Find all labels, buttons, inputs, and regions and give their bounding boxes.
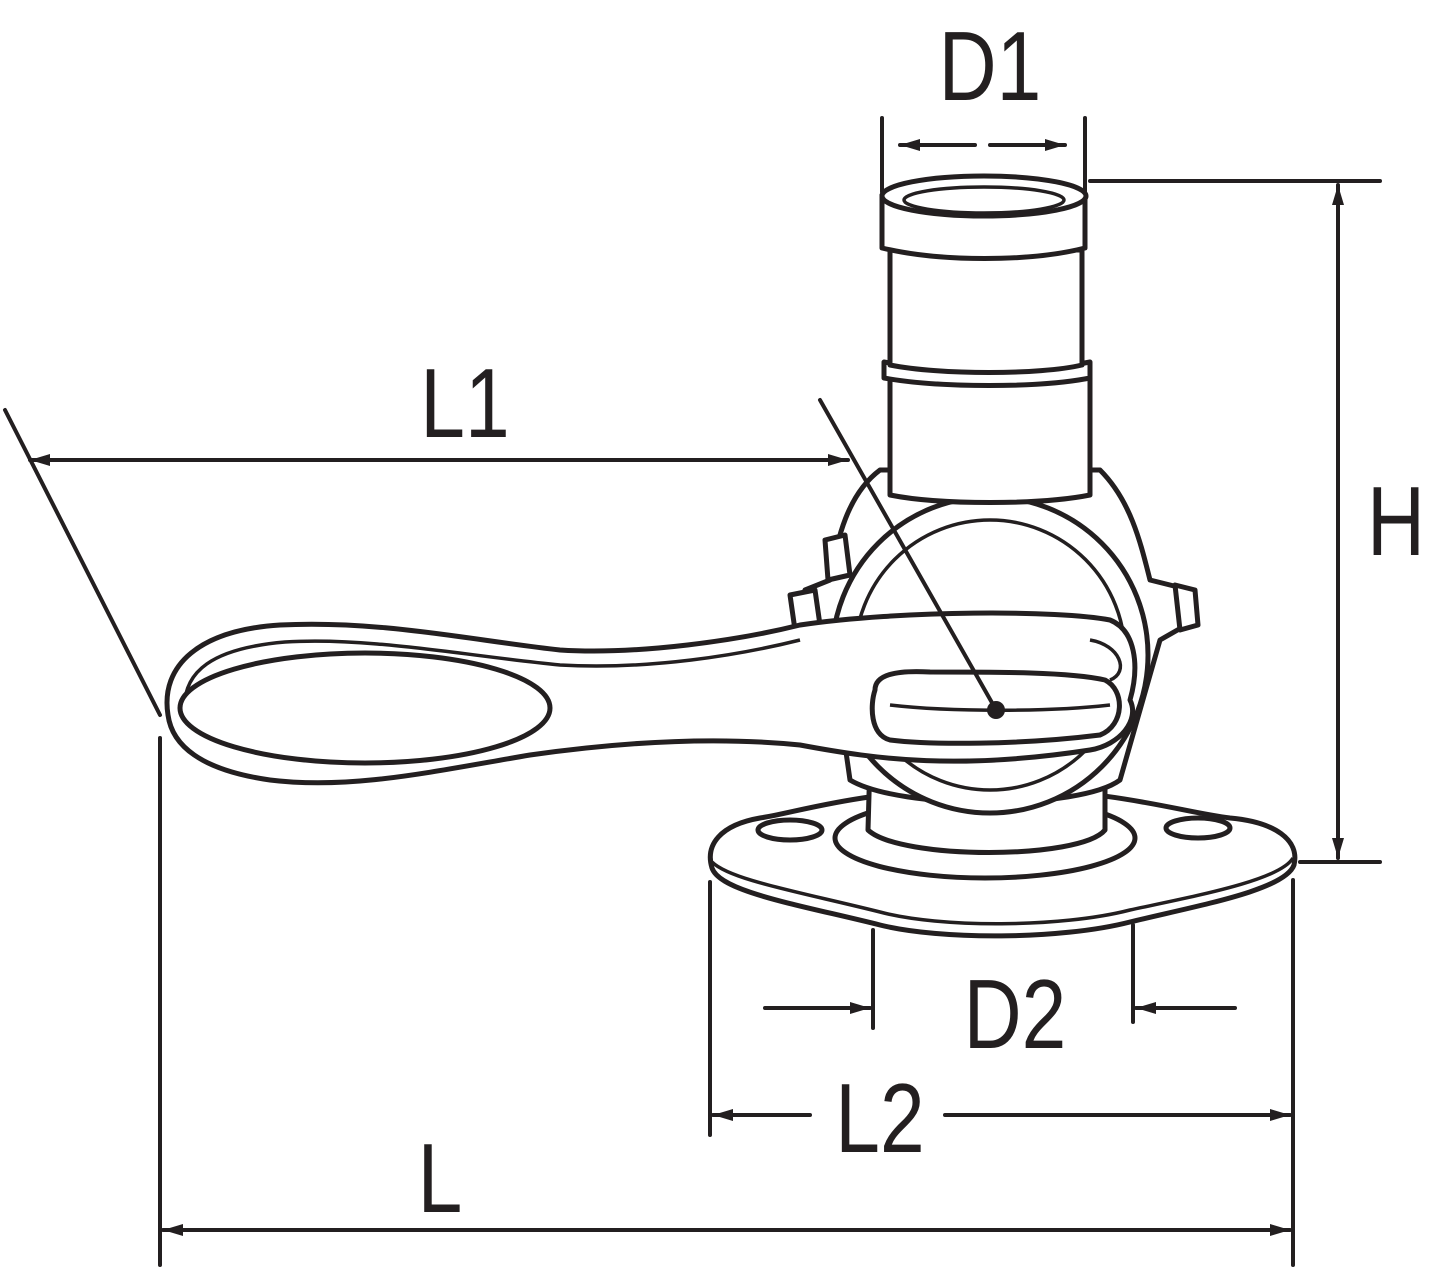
dimension-l: L: [158, 736, 1295, 1267]
label-d1: D1: [939, 11, 1042, 120]
label-d2: D2: [964, 959, 1067, 1068]
dimension-l2: L2: [708, 880, 1292, 1173]
label-h: H: [1367, 466, 1425, 575]
valve-part: [164, 173, 1298, 939]
mounting-hole-left: [755, 817, 825, 843]
mounting-hole-right: [1163, 815, 1233, 841]
handle-grip-hole: [177, 650, 553, 766]
dimension-d2: D2: [763, 923, 1237, 1069]
dimension-l1: L1: [3, 348, 1005, 719]
dimension-d1: D1: [880, 11, 1087, 194]
pivot-center-dot: [987, 701, 1005, 719]
dimension-h: H: [1088, 179, 1425, 864]
label-l2: L2: [835, 1063, 924, 1172]
label-l: L: [418, 1123, 463, 1232]
pipe: [887, 367, 1093, 505]
label-l1: L1: [420, 348, 509, 457]
